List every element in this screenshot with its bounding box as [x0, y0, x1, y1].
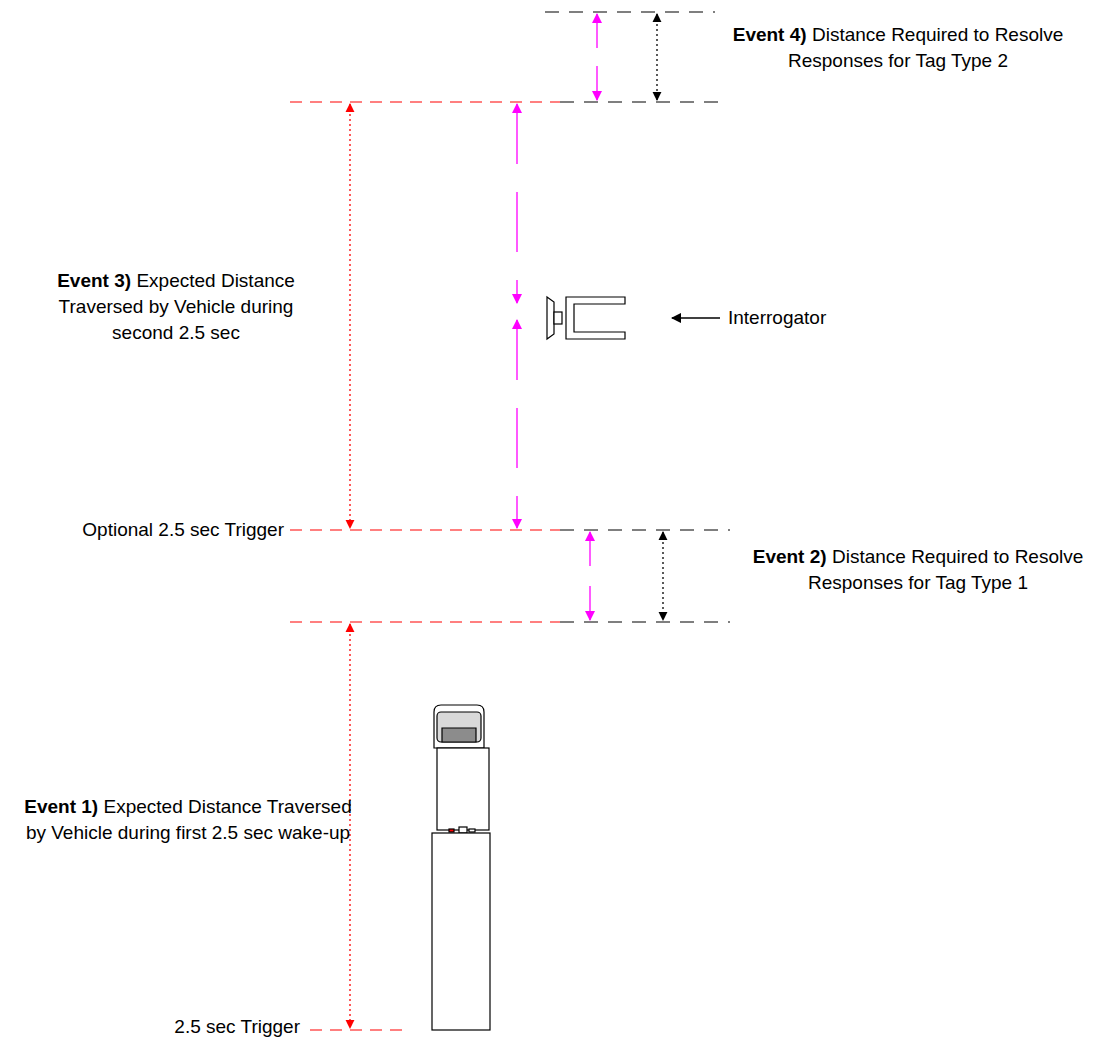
event-note: Event 1)Expected Distance Traversed by V…	[18, 794, 358, 846]
trigger-label: Optional 2.5 sec Trigger	[4, 517, 284, 543]
label-text: Interrogator	[728, 307, 826, 328]
event-number: Event 2)	[753, 546, 827, 567]
event-note: Event 4)Distance Required to Resolve Res…	[728, 22, 1068, 74]
interrogator-icon	[547, 297, 625, 339]
label-text: Optional 2.5 sec Trigger	[82, 519, 284, 540]
label-text: 2.5 sec Trigger	[174, 1016, 300, 1037]
event-number: Event 3)	[57, 270, 131, 291]
truck-illustration	[432, 705, 490, 1030]
label-text: Distance Required to Resolve Responses f…	[808, 546, 1083, 593]
event-number: Event 4)	[733, 24, 807, 45]
event-note: Event 3)Expected Distance Traversed by V…	[40, 268, 312, 346]
dimension-arrows	[350, 14, 720, 1028]
trigger-label: 2.5 sec Trigger	[20, 1014, 300, 1040]
event-number: Event 1)	[24, 796, 98, 817]
dashed-reference-lines	[290, 12, 730, 1030]
component-label: Interrogator	[728, 305, 928, 331]
event-note: Event 2)Distance Required to Resolve Res…	[732, 544, 1104, 596]
label-text: Distance Required to Resolve Responses f…	[788, 24, 1063, 71]
